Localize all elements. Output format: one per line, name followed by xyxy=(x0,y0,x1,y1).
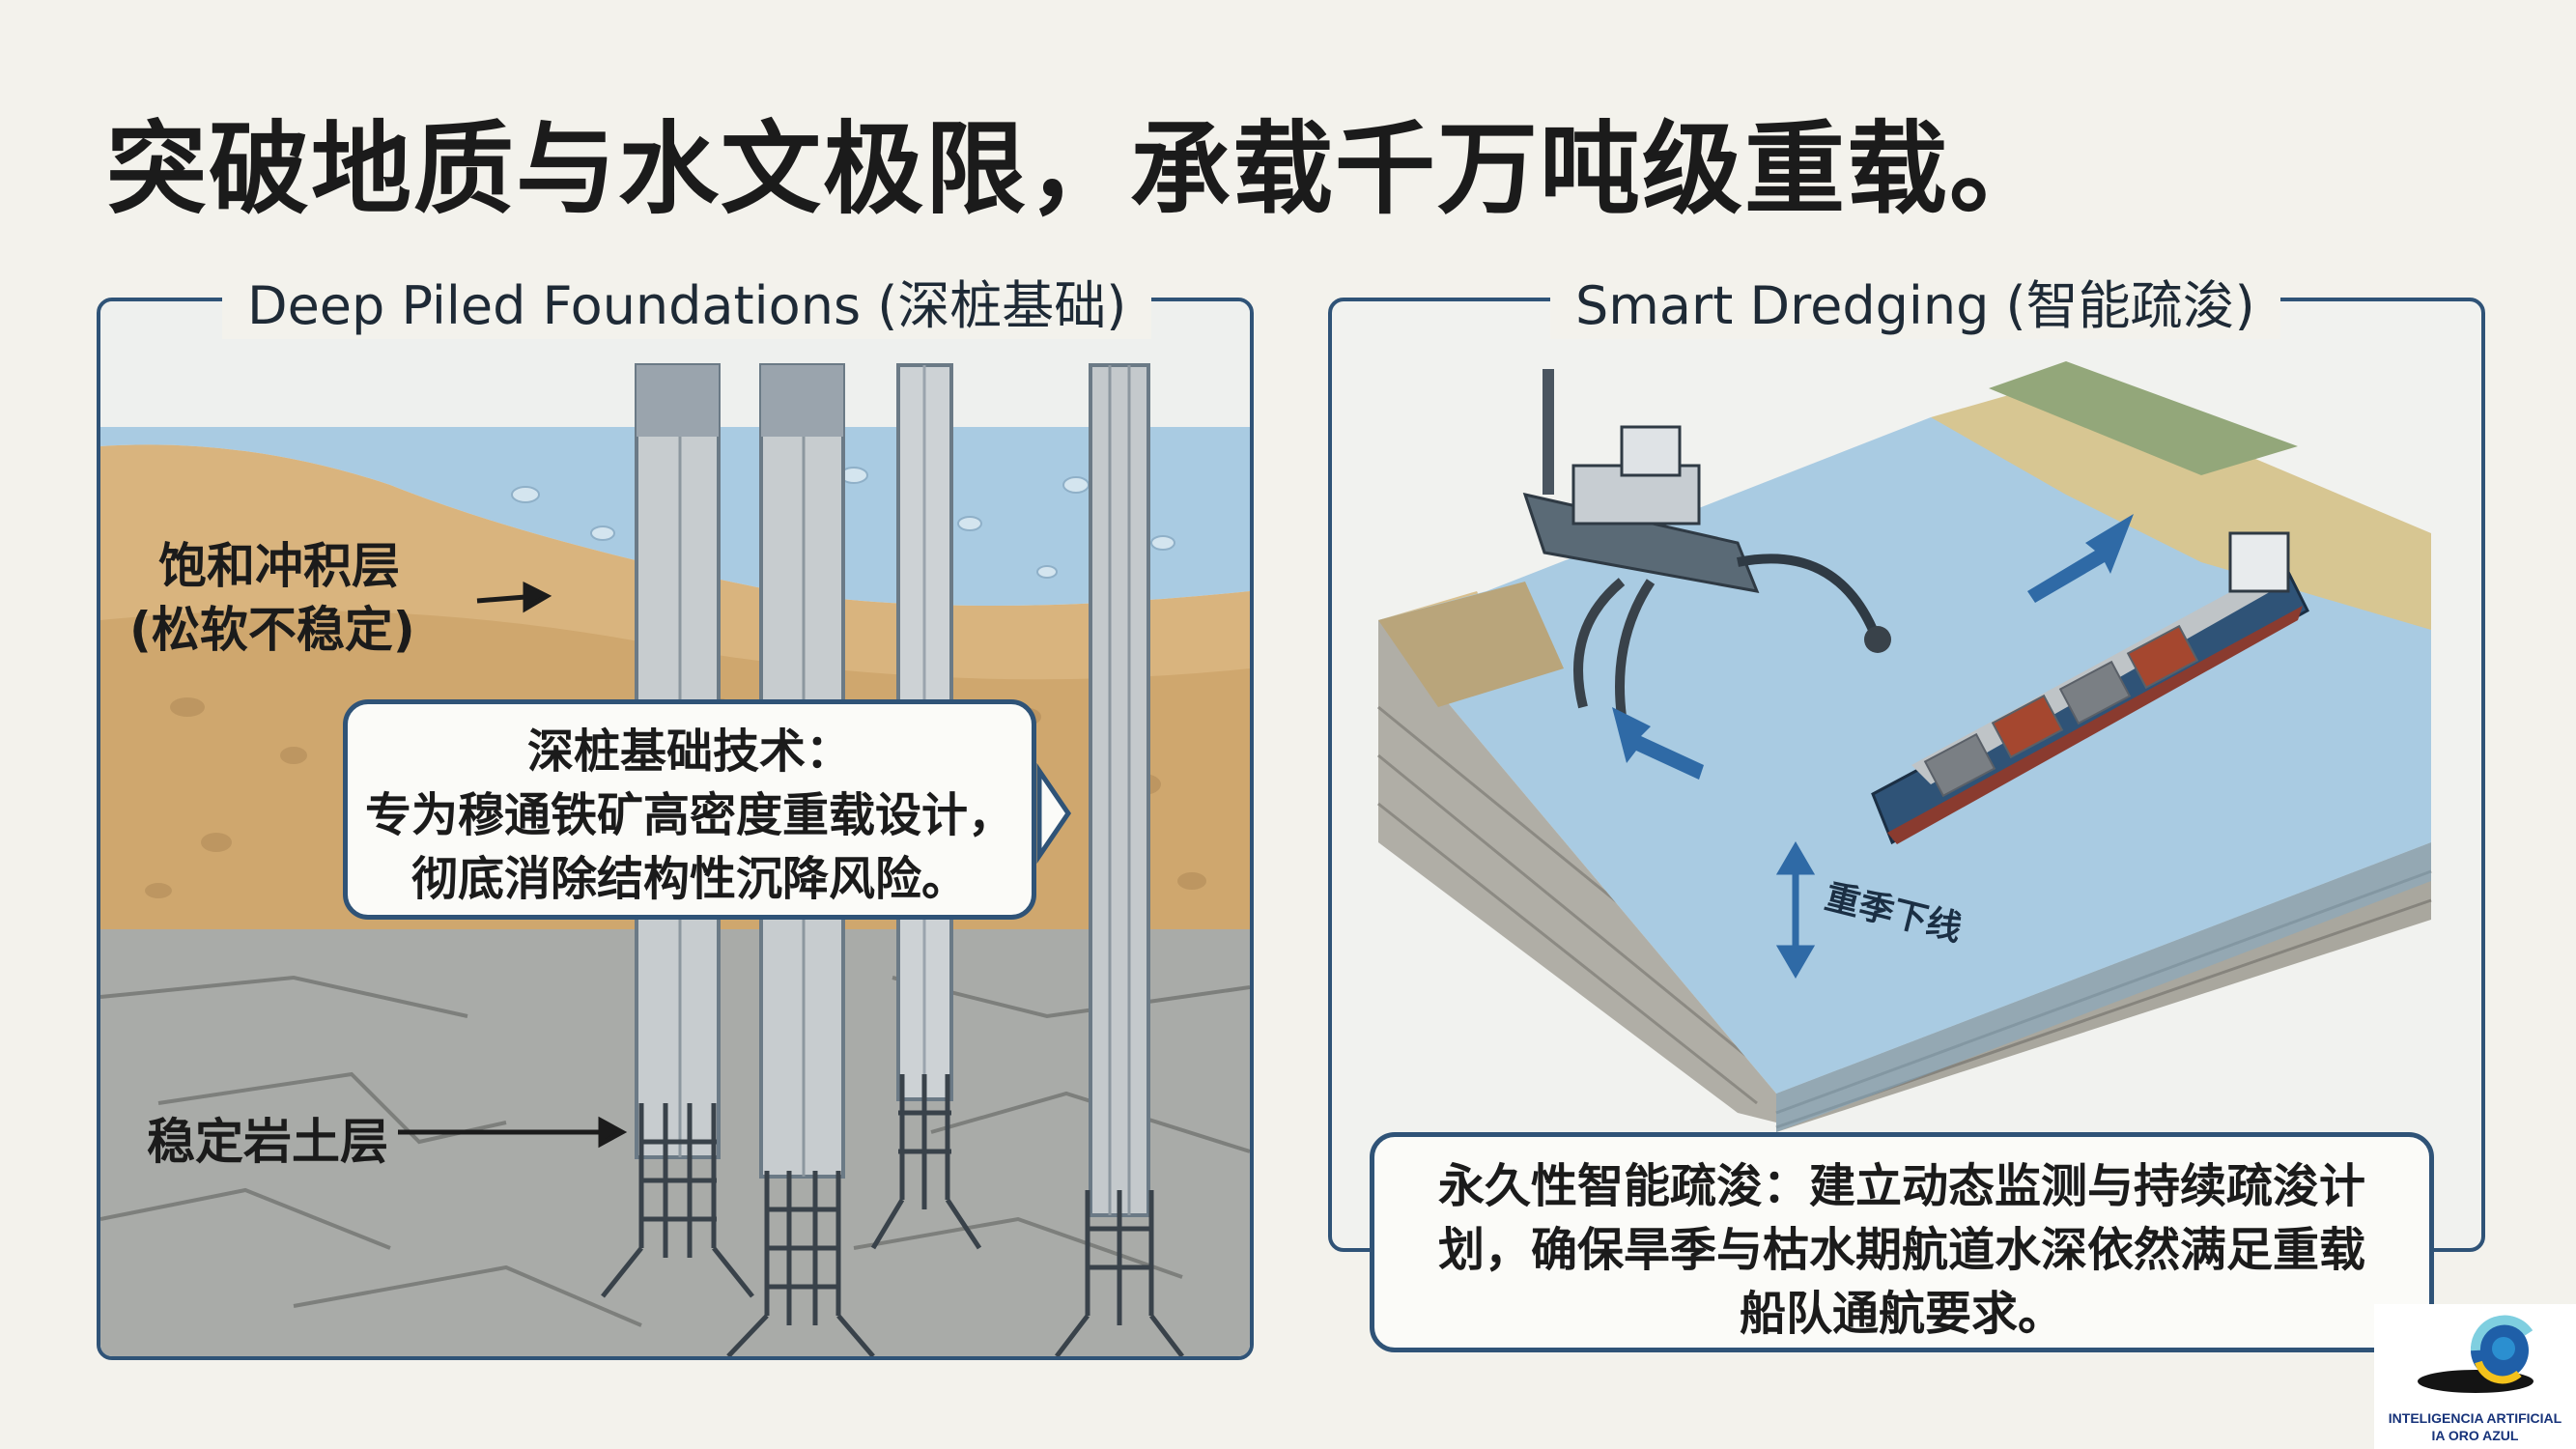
callout-line: 永久性智能疏浚：建立动态监测与持续疏浚计 xyxy=(1437,1159,2365,1213)
smart-dredging-title: Smart Dredging (智能疏浚) xyxy=(1550,263,2280,339)
callout-line: 彻底消除结构性沉降风险。 xyxy=(410,852,968,906)
rock-layer-label: 稳定岩土层 xyxy=(147,1114,388,1170)
cargo-ship xyxy=(1871,531,2309,845)
pile-4 xyxy=(1055,363,1184,1356)
logo-text-line2: IA ORO AZUL xyxy=(2431,1428,2519,1443)
deep-piled-foundations-title: Deep Piled Foundations (深桩基础) xyxy=(222,263,1152,339)
dredger-ship xyxy=(1522,369,1891,718)
ia-oro-azul-logo: INTELIGENCIA ARTIFICIAL IA ORO AZUL xyxy=(2374,1304,2576,1449)
smart-dredging-callout: 永久性智能疏浚：建立动态监测与持续疏浚计 划，确保旱季与枯水期航道水深依然满足重… xyxy=(1370,1132,2434,1352)
page-title: 突破地质与水文极限，承载千万吨级重载。 xyxy=(106,110,2052,228)
logo-emblem-icon xyxy=(2418,1315,2534,1393)
callout-line: 划，确保旱季与枯水期航道水深依然满足重载 xyxy=(1437,1223,2365,1277)
alluvial-label-line1: 饱和冲积层 xyxy=(158,538,400,594)
deep-pile-tech-callout: 深桩基础技术： 专为穆通铁矿高密度重载设计， 彻底消除结构性沉降风险。 xyxy=(343,699,1036,920)
river-water xyxy=(1378,417,2431,1094)
dredging-illustration xyxy=(1377,361,2432,1132)
logo-text-line1: INTELIGENCIA ARTIFICIAL xyxy=(2388,1410,2562,1426)
alluvial-label-line2: (松软不稳定) xyxy=(129,602,415,658)
river-bank xyxy=(1931,379,2431,630)
smart-dredging-panel: 重季下线 xyxy=(1328,298,2485,1252)
callout-line: 专为穆通铁矿高密度重载设计， xyxy=(364,788,1014,842)
callout-line: 船队通航要求。 xyxy=(1739,1287,2064,1341)
draft-depth-indicator xyxy=(1775,841,1816,979)
arrow-to-alluvial xyxy=(476,594,526,604)
callout-line: 深桩基础技术： xyxy=(526,724,852,779)
